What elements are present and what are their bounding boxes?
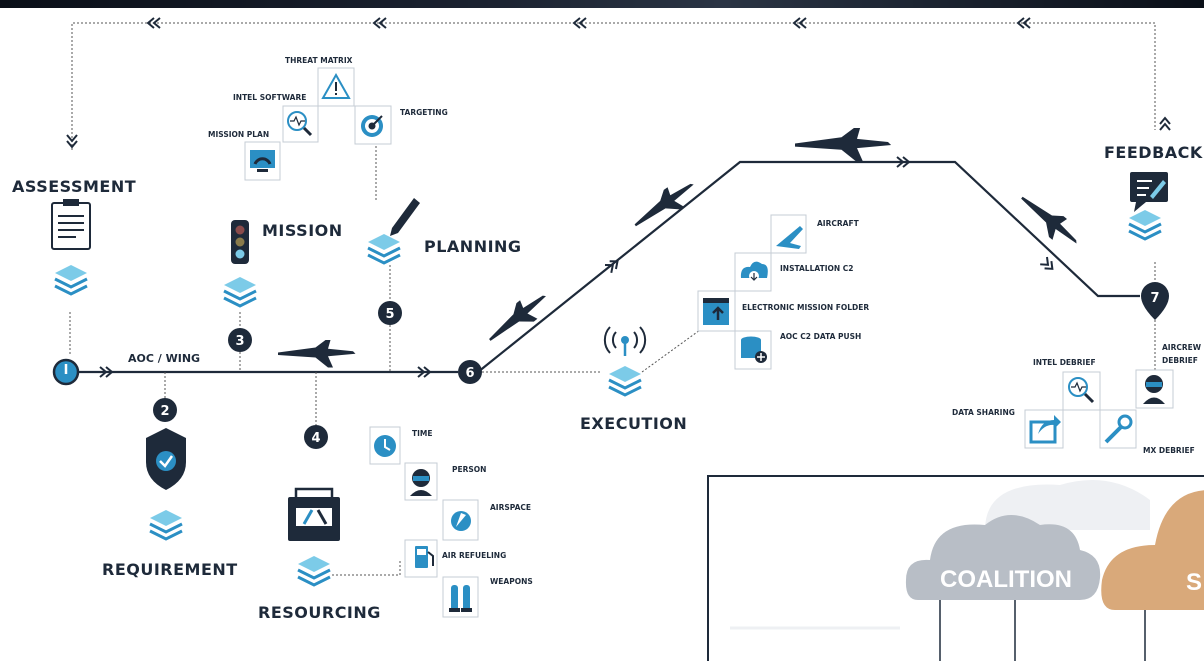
coalition-cloud: COALITION [905, 515, 1101, 600]
feedback-loop-line [66, 17, 1171, 150]
assessment-stage: ASSESSMENT [12, 177, 136, 356]
power-start-icon [52, 358, 80, 386]
step-4-number: 4 [311, 431, 320, 446]
compass-icon [451, 511, 471, 531]
mission-plan-label: MISSION PLAN [208, 130, 269, 139]
orange-cloud-label: S [1186, 569, 1202, 596]
weapons-label: WEAPONS [490, 577, 533, 586]
execution-items: AIRCRAFT INSTALLATION C2 ELECTRONIC MISS… [697, 214, 869, 370]
feedback-items: INTEL DEBRIEF AIRCREW DEBRIEF DATA SHARI… [952, 343, 1202, 455]
layers-icon [222, 275, 258, 308]
aircrew-label: AIRCREW [1162, 343, 1202, 352]
layers-icon [1127, 208, 1163, 241]
feedback-stage: FEEDBACK 7 [1104, 143, 1203, 370]
execution-label: EXECUTION [580, 414, 687, 433]
jet-icon [628, 174, 701, 236]
step-2-number: 2 [160, 404, 169, 419]
layers-icon [607, 364, 643, 397]
magnifier-pulse-icon [1068, 377, 1095, 404]
resourcing-label: RESOURCING [258, 603, 381, 622]
person-label: PERSON [452, 465, 486, 474]
antenna-signal-icon [603, 326, 647, 356]
time-label: TIME [412, 429, 433, 438]
warning-icon [321, 72, 351, 99]
jet-icon [278, 340, 356, 368]
cloud-download-icon [740, 261, 768, 281]
intel-debrief-label: INTEL DEBRIEF [1033, 358, 1096, 367]
shield-check-icon [146, 428, 186, 490]
main-route [78, 156, 1140, 378]
database-add-icon [741, 336, 767, 363]
pilot-icon [1143, 375, 1165, 404]
planning-label: PLANNING [424, 237, 522, 256]
execution-stage: EXECUTION [580, 326, 701, 433]
inset-panel: COALITION S [707, 475, 1204, 661]
debrief-label: DEBRIEF [1162, 356, 1198, 365]
chat-edit-icon [1130, 172, 1168, 212]
resourcing-items: TIME PERSON AIRSPACE AIR REFUELING W [369, 426, 533, 618]
magnifier-pulse-icon [287, 111, 313, 137]
airspace-label: AIRSPACE [490, 503, 531, 512]
layers-icon [296, 554, 332, 587]
target-icon [361, 115, 383, 137]
planning-stage: PLANNING 5 [366, 146, 522, 372]
toolbox-icon [288, 487, 340, 541]
jet-icon [1013, 188, 1085, 254]
resourcing-stage: 4 RESOURCING [258, 372, 401, 622]
targeting-label: TARGETING [400, 108, 448, 117]
bombs-icon [449, 585, 472, 612]
electronic-mission-folder-label: ELECTRONIC MISSION FOLDER [742, 303, 869, 312]
wrench-icon [1104, 414, 1133, 444]
clipboard-icon [51, 199, 91, 250]
mx-debrief-label: MX DEBRIEF [1143, 446, 1195, 455]
mission-stage: MISSION 3 [222, 220, 343, 372]
traffic-light-icon [231, 220, 249, 264]
svg-text:7: 7 [1150, 291, 1159, 306]
person-icon [410, 469, 432, 496]
top-dark-banner [0, 0, 1204, 8]
monitor-gauge-icon [250, 150, 275, 172]
step-3-number: 3 [235, 334, 244, 349]
coalition-label: COALITION [940, 566, 1072, 593]
requirement-stage: 2 REQUIREMENT [102, 372, 238, 579]
assessment-label: ASSESSMENT [12, 177, 136, 196]
layers-icon [148, 508, 184, 541]
air-refueling-label: AIR REFUELING [442, 551, 506, 560]
intel-software-label: INTEL SOFTWARE [233, 93, 306, 102]
aircraft-icon [776, 226, 803, 249]
requirement-label: REQUIREMENT [102, 560, 238, 579]
layers-icon [366, 232, 402, 265]
planning-items: THREAT MATRIX INTEL SOFTWARE TARGETING M… [208, 56, 448, 181]
orange-cloud: S [1101, 490, 1204, 610]
pencil-icon [390, 198, 420, 236]
fuel-pump-icon [415, 546, 434, 568]
clock-icon [374, 435, 396, 457]
feedback-label: FEEDBACK [1104, 143, 1203, 162]
aoc-c2-data-push-label: AOC C2 DATA PUSH [780, 332, 861, 341]
jet-icon [795, 128, 892, 163]
step-6-number: 6 [465, 366, 474, 381]
installation-c2-label: INSTALLATION C2 [780, 264, 853, 273]
data-sharing-label: DATA SHARING [952, 408, 1015, 417]
mission-label: MISSION [262, 221, 343, 240]
aoc-wing-label: AOC / WING [128, 352, 200, 365]
aircraft-label: AIRCRAFT [817, 219, 860, 228]
map-pin-step-7: 7 [1141, 282, 1169, 320]
step-5-number: 5 [385, 307, 394, 322]
share-icon [1029, 415, 1061, 444]
folder-upload-icon [703, 298, 729, 325]
layers-icon [53, 263, 89, 296]
threat-matrix-label: THREAT MATRIX [285, 56, 353, 65]
